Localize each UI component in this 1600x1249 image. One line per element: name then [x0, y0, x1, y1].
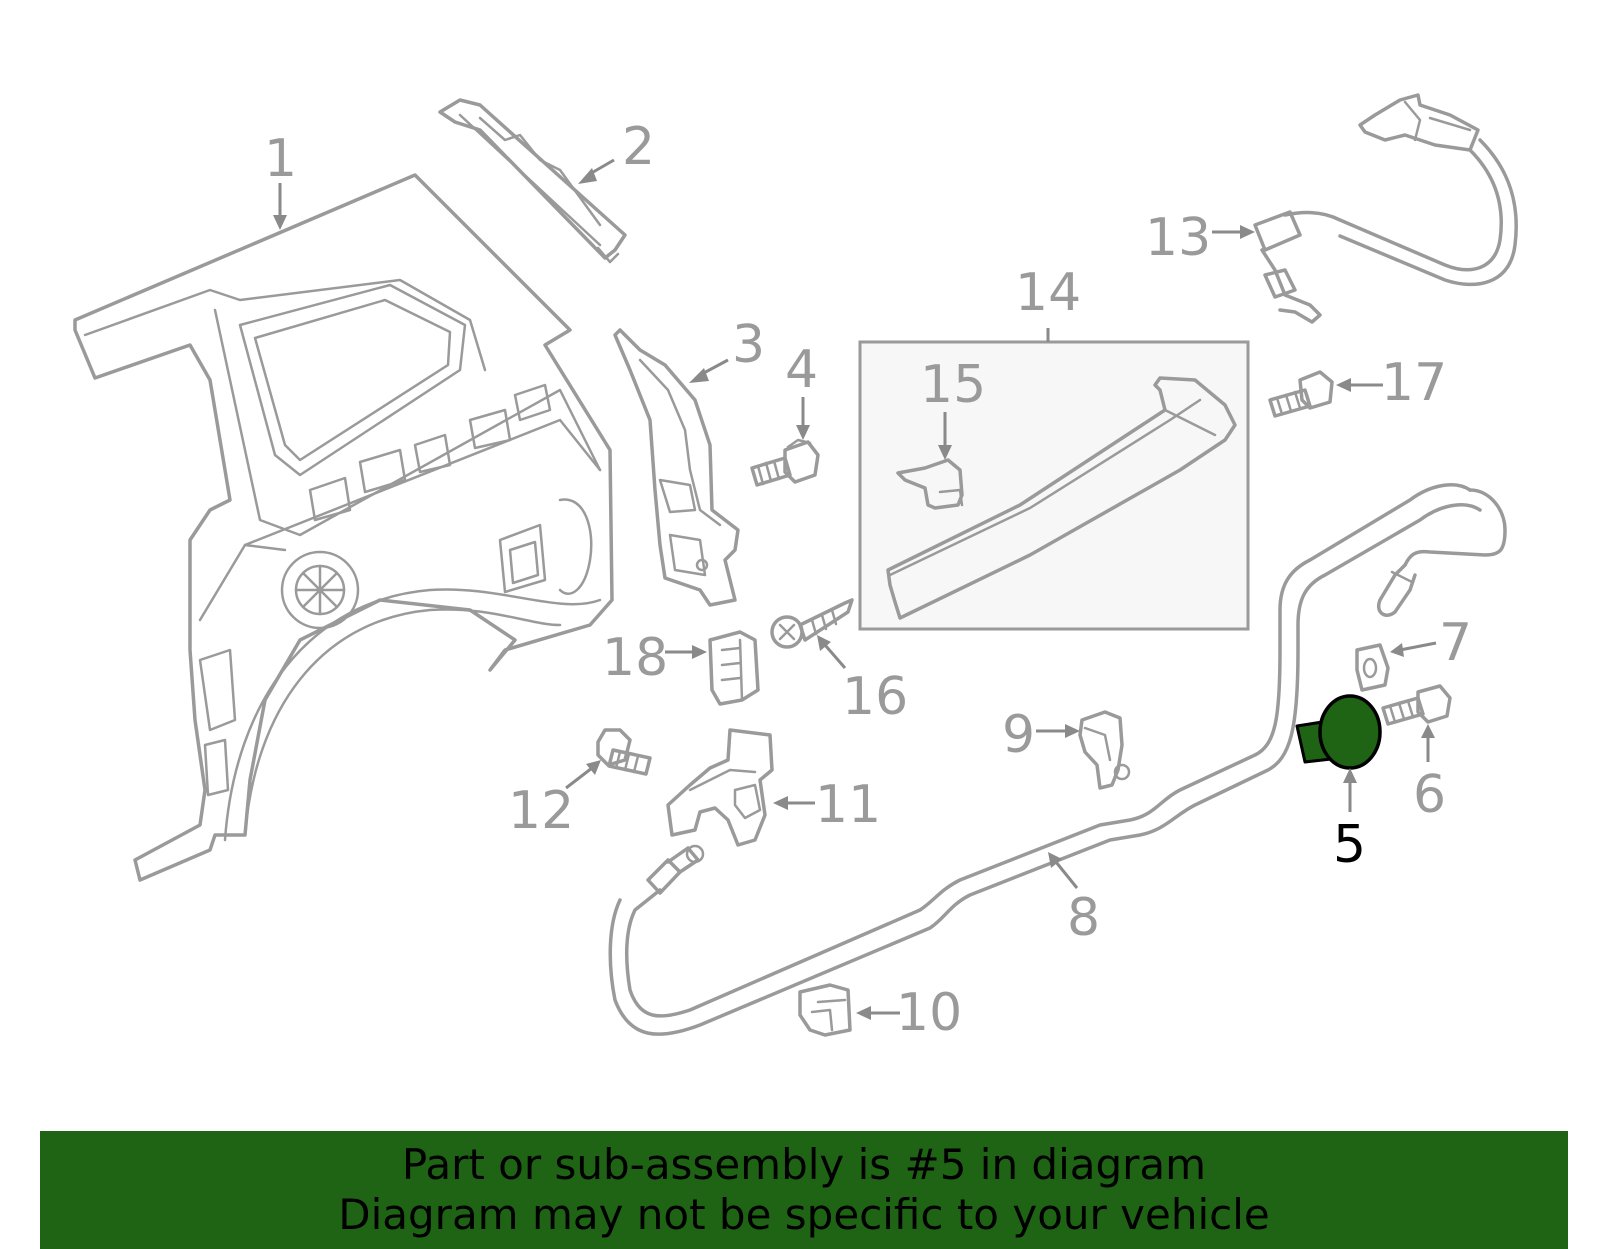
part-18-clip[interactable] — [708, 630, 760, 706]
callout-8: 8 — [1067, 888, 1100, 948]
callout-17: 17 — [1381, 353, 1447, 413]
callout-3: 3 — [732, 315, 765, 375]
callout-10: 10 — [896, 983, 962, 1043]
part-1-quarter-panel[interactable] — [73, 173, 614, 882]
part-9-clip[interactable] — [1078, 710, 1131, 790]
callout-4: 4 — [785, 340, 818, 400]
callout-16: 16 — [842, 667, 908, 727]
part-7-clip-nut[interactable] — [1355, 643, 1390, 692]
part-6-bolt[interactable] — [1381, 684, 1452, 726]
callout-7: 7 — [1439, 613, 1472, 673]
part-10-clip[interactable] — [798, 983, 852, 1037]
part-15-clip[interactable] — [896, 458, 964, 510]
leader-arrows — [273, 158, 1437, 1020]
part-8-release-cable[interactable] — [608, 483, 1507, 1036]
callout-15: 15 — [920, 355, 986, 415]
part-4-bolt[interactable] — [750, 438, 820, 487]
part-5-fuel-lid-highlighted[interactable] — [1295, 694, 1382, 770]
part-13-actuator[interactable] — [1253, 93, 1518, 324]
callout-14: 14 — [1015, 263, 1081, 323]
part-2-rail-strip[interactable] — [438, 98, 627, 264]
part-17-bolt[interactable] — [1268, 370, 1334, 418]
callout-5-highlighted: 5 — [1333, 815, 1366, 875]
part-14-assembly-box[interactable] — [858, 340, 1250, 631]
callout-9: 9 — [1002, 705, 1035, 765]
info-banner: Part or sub-assembly is #5 in diagram Di… — [40, 1131, 1568, 1249]
part-12-bolt[interactable] — [596, 728, 652, 776]
callout-12: 12 — [508, 781, 574, 841]
banner-line-disclaimer: Diagram may not be specific to your vehi… — [338, 1190, 1270, 1239]
callout-1: 1 — [264, 129, 297, 189]
callout-18: 18 — [602, 628, 668, 688]
banner-line-part-number: Part or sub-assembly is #5 in diagram — [401, 1140, 1207, 1189]
callout-13: 13 — [1145, 208, 1211, 268]
callout-2: 2 — [622, 117, 655, 177]
part-14-garnish-molding[interactable] — [886, 376, 1237, 620]
callout-labels: 1 2 3 4 5 6 7 8 9 10 11 12 13 14 15 16 1… — [264, 117, 1472, 1043]
part-16-screw[interactable] — [770, 598, 854, 649]
callout-6: 6 — [1413, 765, 1446, 825]
part-11-bracket[interactable] — [666, 728, 774, 847]
callout-11: 11 — [815, 775, 881, 835]
part-3-pillar-bracket[interactable] — [613, 328, 740, 607]
